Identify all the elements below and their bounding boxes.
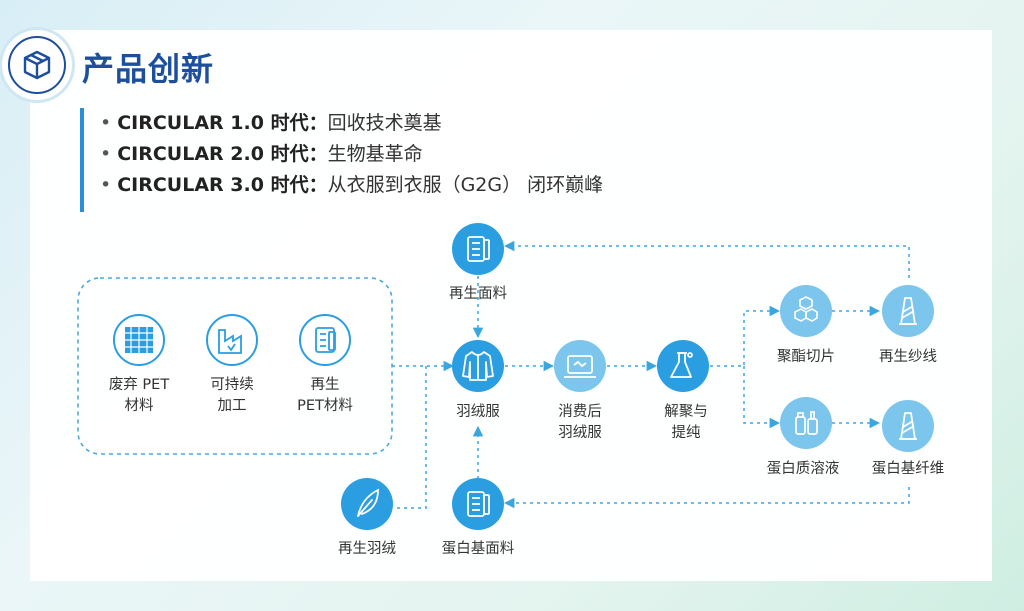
era-item: •CIRCULAR 3.0 时代：从衣服到衣服（G2G） 闭环巅峰 bbox=[100, 174, 604, 196]
node-polyester-chips: 聚酯切片 bbox=[777, 285, 835, 365]
molecule-icon bbox=[794, 296, 818, 322]
node-label-line: 聚酯切片 bbox=[777, 348, 835, 365]
recycled-material-icon bbox=[315, 327, 336, 353]
laptop-icon bbox=[564, 355, 596, 378]
pet-bales-icon bbox=[125, 327, 153, 353]
logo bbox=[2, 30, 72, 100]
node-recycled-down: 再生羽绒 bbox=[338, 478, 396, 557]
node-label-line: 蛋白质溶液 bbox=[767, 460, 840, 477]
node-post-consumer: 消费后 羽绒服 bbox=[554, 340, 606, 441]
node-label-line: 解聚与 bbox=[664, 403, 708, 420]
node-recycled-fabric: 再生面料 bbox=[449, 223, 507, 302]
node-label-line: 可持续 bbox=[210, 376, 254, 393]
input-group-box bbox=[77, 277, 393, 455]
node-label-line: 提纯 bbox=[672, 424, 701, 441]
node-label-line: 加工 bbox=[218, 397, 247, 414]
era-name: CIRCULAR 1.0 时代： bbox=[117, 112, 328, 134]
node-label-line: 蛋白基面料 bbox=[442, 540, 515, 557]
node-protein-solution: 蛋白质溶液 bbox=[767, 397, 840, 477]
feather-icon bbox=[357, 488, 379, 517]
node-protein-fabric: 蛋白基面料 bbox=[442, 478, 515, 557]
connector bbox=[710, 305, 781, 367]
jacket-icon bbox=[462, 351, 494, 381]
connector bbox=[503, 487, 910, 509]
input-node-recycled-pet: 再生 PET材料 bbox=[297, 314, 353, 414]
era-desc: 生物基革命 bbox=[327, 143, 423, 165]
content-panel bbox=[30, 30, 992, 581]
node-label-line: 蛋白基纤维 bbox=[872, 460, 945, 477]
box-icon bbox=[23, 50, 51, 80]
input-node-pet: 废弃 PET 材料 bbox=[109, 314, 170, 414]
node-label-line: PET材料 bbox=[297, 397, 353, 414]
node-label-line: 再生纱线 bbox=[879, 348, 937, 365]
connector bbox=[393, 366, 427, 509]
page-title: 产品创新 bbox=[82, 50, 215, 88]
node-down-jacket: 羽绒服 bbox=[452, 340, 504, 420]
node-protein-fiber: 蛋白基纤维 bbox=[872, 400, 945, 477]
node-label-line: 消费后 bbox=[558, 403, 602, 420]
era-item: •CIRCULAR 2.0 时代：生物基革命 bbox=[100, 143, 423, 165]
fabric-icon bbox=[467, 491, 490, 517]
factory-icon bbox=[218, 329, 242, 354]
flask-icon bbox=[670, 352, 693, 378]
node-recycled-yarn: 再生纱线 bbox=[879, 285, 937, 365]
era-item: •CIRCULAR 1.0 时代：回收技术奠基 bbox=[100, 112, 442, 134]
era-list: •CIRCULAR 1.0 时代：回收技术奠基 •CIRCULAR 2.0 时代… bbox=[80, 108, 603, 212]
node-label-line: 再生面料 bbox=[449, 285, 507, 302]
node-label-line: 再生 bbox=[311, 376, 340, 393]
node-depolymerize: 解聚与 提纯 bbox=[657, 340, 709, 441]
node-label-line: 再生羽绒 bbox=[338, 540, 396, 557]
era-desc: 从衣服到衣服（G2G） 闭环巅峰 bbox=[327, 174, 604, 196]
fabric-icon bbox=[467, 236, 490, 262]
node-label-line: 羽绒服 bbox=[456, 403, 500, 420]
connector bbox=[503, 240, 910, 278]
fiber-spool-icon bbox=[899, 412, 917, 440]
node-label-line: 材料 bbox=[125, 397, 154, 414]
bottles-icon bbox=[795, 411, 818, 435]
node-label-line: 废弃 PET bbox=[109, 376, 170, 393]
connectors bbox=[392, 240, 910, 509]
era-name: CIRCULAR 3.0 时代： bbox=[117, 174, 328, 196]
node-label-line: 羽绒服 bbox=[558, 424, 602, 441]
input-node-processing: 可持续 加工 bbox=[206, 314, 258, 414]
yarn-icon bbox=[899, 297, 917, 325]
connector bbox=[743, 366, 781, 429]
era-name: CIRCULAR 2.0 时代： bbox=[117, 143, 328, 165]
era-desc: 回收技术奠基 bbox=[327, 112, 442, 134]
